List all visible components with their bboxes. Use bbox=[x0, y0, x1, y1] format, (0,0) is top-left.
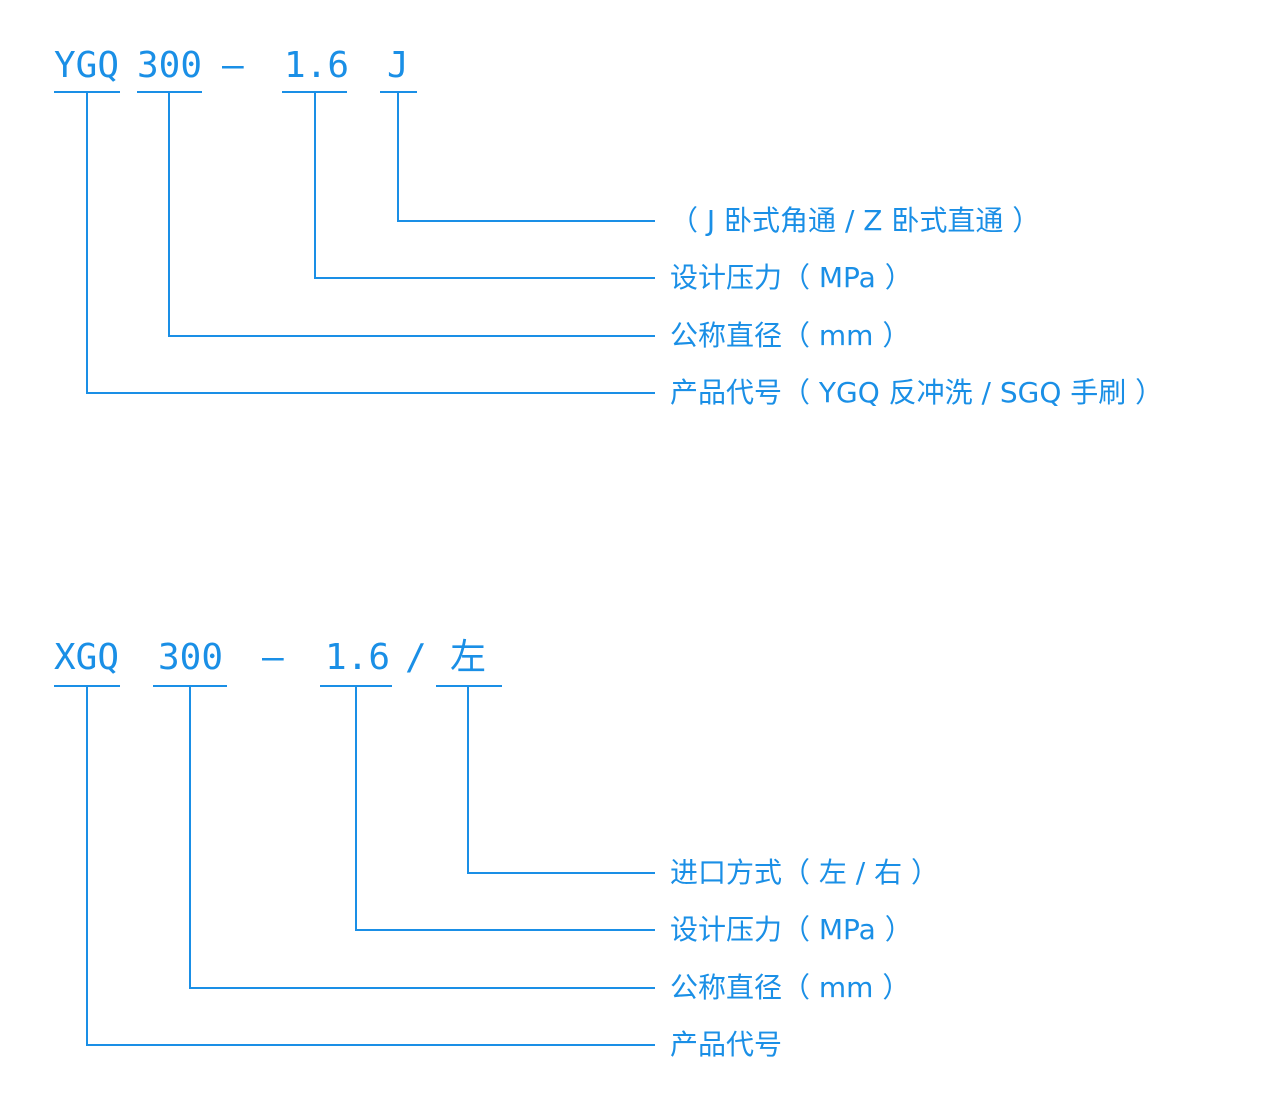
connector-horizontal-inlet bbox=[467, 872, 655, 874]
label-product-code: 产品代号（ YGQ 反冲洗 / SGQ 手刷 ） bbox=[670, 376, 1164, 409]
connector-vertical-product bbox=[86, 686, 88, 1046]
connector-horizontal-diameter bbox=[168, 335, 655, 337]
code-segment-pressure: 1.6 bbox=[325, 637, 391, 678]
code-segment-pressure: 1.6 bbox=[284, 45, 350, 86]
code-separator-dash: — bbox=[222, 45, 244, 86]
connector-vertical-diameter bbox=[189, 686, 191, 989]
code-segment-connection: J bbox=[387, 45, 409, 86]
connector-vertical-connection bbox=[397, 92, 399, 222]
label-nominal-diameter: 公称直径（ mm ） bbox=[670, 319, 911, 352]
label-nominal-diameter: 公称直径（ mm ） bbox=[670, 971, 911, 1004]
connector-horizontal-product bbox=[86, 392, 655, 394]
connector-vertical-diameter bbox=[168, 92, 170, 337]
code-separator-dash: — bbox=[262, 637, 284, 678]
code-segment-inlet: 左 bbox=[450, 637, 487, 678]
label-design-pressure: 设计压力（ MPa ） bbox=[670, 913, 913, 946]
label-product-code: 产品代号 bbox=[670, 1028, 783, 1061]
code-segment-diameter: 300 bbox=[158, 637, 224, 678]
code-separator-slash: / bbox=[405, 637, 427, 678]
code-segment-diameter: 300 bbox=[137, 45, 203, 86]
code-segment-product: YGQ bbox=[54, 45, 120, 86]
underline-inlet bbox=[436, 685, 502, 687]
connector-vertical-product bbox=[86, 92, 88, 394]
code-segment-product: XGQ bbox=[54, 637, 120, 678]
connector-horizontal-diameter bbox=[189, 987, 655, 989]
label-connection-type: （ J 卧式角通 / Z 卧式直通 ） bbox=[670, 204, 1041, 237]
connector-vertical-inlet bbox=[467, 686, 469, 874]
connector-horizontal-pressure bbox=[314, 277, 655, 279]
label-inlet-method: 进口方式（ 左 / 右 ） bbox=[670, 856, 940, 889]
connector-horizontal-pressure bbox=[355, 929, 655, 931]
label-design-pressure: 设计压力（ MPa ） bbox=[670, 261, 913, 294]
connector-horizontal-connection bbox=[397, 220, 655, 222]
connector-horizontal-product bbox=[86, 1044, 655, 1046]
connector-vertical-pressure bbox=[355, 686, 357, 931]
connector-vertical-pressure bbox=[314, 92, 316, 279]
